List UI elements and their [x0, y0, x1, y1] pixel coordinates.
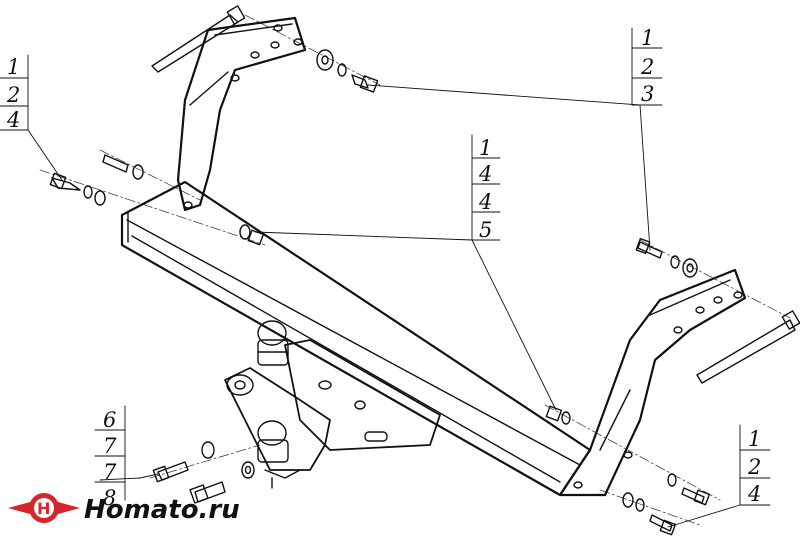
callout-top-left: 1 2 4 [6, 55, 20, 132]
callout-number: 2 [747, 455, 761, 479]
callout-center: 1 4 4 5 [478, 136, 492, 242]
cable-ties [151, 5, 800, 384]
right-bracket [558, 268, 747, 497]
callout-number: 4 [478, 190, 492, 214]
site-logo: H Homato.ru [8, 493, 240, 525]
callout-number: 4 [747, 482, 761, 506]
callout-top-right: 1 2 3 [640, 26, 654, 106]
logo-wing-left [8, 502, 30, 514]
callout-number: 3 [641, 82, 654, 106]
callout-bottom-left: 6 7 7 8 [103, 408, 117, 510]
center-mount [284, 339, 441, 451]
callout-number: 7 [103, 460, 117, 484]
fasteners [49, 49, 711, 536]
callout-number: 8 [103, 486, 116, 510]
callout-number: 2 [6, 83, 20, 107]
logo-wing-right [58, 502, 80, 514]
left-bracket [176, 16, 307, 212]
logo-text: Homato.ru [84, 495, 240, 525]
callout-number: 7 [103, 434, 117, 458]
axis-lines [39, 14, 791, 526]
callout-number: 4 [478, 162, 492, 186]
callout-number: 1 [748, 427, 761, 451]
svg-text:H: H [37, 499, 50, 518]
leader-lines [27, 84, 741, 528]
callout-frames [0, 27, 771, 506]
callout-number: 2 [640, 55, 654, 79]
callout-number: 1 [7, 55, 20, 79]
callout-number: 4 [6, 108, 20, 132]
callout-number: 6 [103, 408, 116, 432]
tow-ball [224, 320, 331, 471]
callout-number: 5 [479, 218, 492, 242]
callout-number: 1 [641, 26, 654, 50]
callout-number: 1 [479, 136, 492, 160]
tow-ball-lower [257, 420, 301, 489]
callout-bottom-right: 1 2 4 [747, 427, 761, 506]
